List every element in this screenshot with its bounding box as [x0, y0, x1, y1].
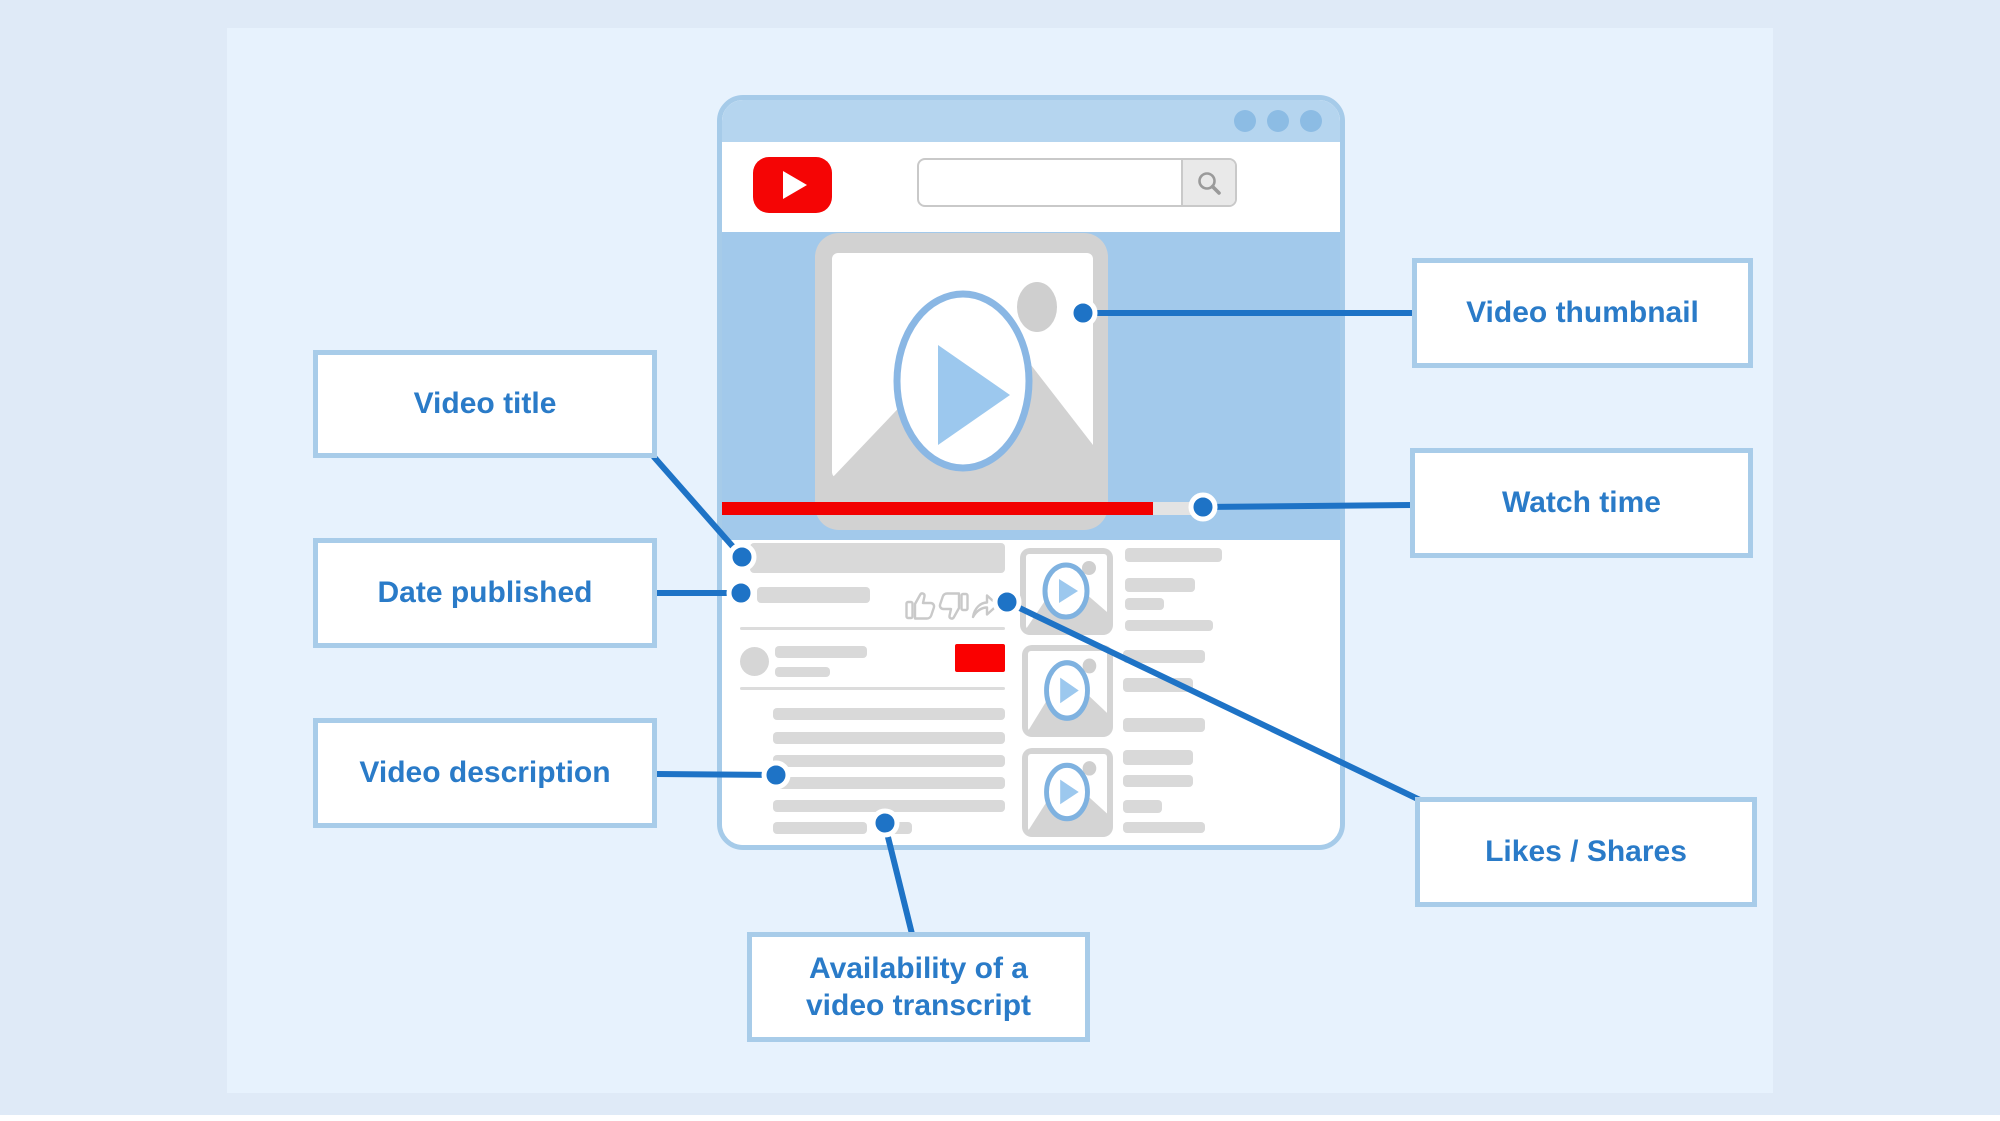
search-icon	[1198, 171, 1221, 195]
callout-likes-shares: Likes / Shares	[1415, 797, 1757, 907]
play-icon	[938, 345, 1010, 445]
browser-window	[717, 95, 1345, 850]
window-control-dot[interactable]	[1234, 110, 1256, 132]
play-icon	[1059, 579, 1078, 603]
thumbs-down-icon[interactable]	[938, 592, 969, 620]
thumbnail-art	[832, 253, 1093, 478]
bottom-strip	[0, 1115, 2000, 1121]
search-input[interactable]	[919, 160, 1181, 205]
suggested-thumb-art	[1028, 754, 1107, 831]
window-control-dot[interactable]	[1267, 110, 1289, 132]
youtube-logo[interactable]	[753, 157, 832, 213]
placeholder-description-line	[773, 755, 1005, 767]
placeholder-suggested-text	[1125, 620, 1213, 631]
suggested-video-thumbnail[interactable]	[1020, 548, 1113, 635]
window-titlebar	[722, 100, 1340, 142]
placeholder-description-line	[773, 708, 1005, 720]
placeholder-suggested-title	[1125, 548, 1222, 562]
video-player	[722, 232, 1340, 540]
callout-watch-time: Watch time	[1410, 448, 1753, 558]
placeholder-description-line	[773, 732, 1005, 744]
placeholder-subscriber-count	[775, 667, 830, 677]
browser-window-content	[722, 100, 1340, 845]
placeholder-description-line	[773, 777, 1005, 789]
suggested-thumb-art	[1026, 554, 1107, 629]
placeholder-channel-name	[775, 646, 867, 658]
placeholder-suggested-text	[1123, 800, 1162, 813]
divider	[740, 627, 1005, 630]
placeholder-suggested-text	[1125, 598, 1164, 610]
placeholder-transcript-chip	[888, 822, 912, 834]
placeholder-date-published	[757, 587, 870, 603]
page-content	[722, 540, 1340, 845]
share-icon[interactable]	[971, 594, 999, 619]
youtube-play-icon	[783, 171, 807, 199]
window-control-dot[interactable]	[1300, 110, 1322, 132]
video-thumbnail[interactable]	[815, 233, 1108, 530]
search-button[interactable]	[1181, 160, 1235, 205]
callout-video-title: Video title	[313, 350, 657, 458]
sun-icon	[1017, 282, 1057, 332]
placeholder-suggested-text	[1123, 718, 1205, 732]
divider	[740, 687, 1005, 690]
subscribe-button[interactable]	[955, 644, 1005, 672]
placeholder-suggested-title	[1123, 650, 1205, 663]
watch-progress-bar[interactable]	[722, 502, 1153, 515]
placeholder-suggested-text	[1123, 775, 1193, 787]
placeholder-video-title	[750, 543, 1005, 573]
progress-remainder[interactable]	[1153, 502, 1192, 515]
callout-date-published: Date published	[313, 538, 657, 648]
suggested-video-thumbnail[interactable]	[1022, 645, 1113, 737]
thumbs-up-icon[interactable]	[905, 592, 936, 620]
placeholder-transcript-line	[773, 822, 867, 834]
sun-icon	[1082, 561, 1096, 575]
placeholder-suggested-text	[1125, 578, 1195, 592]
suggested-thumb-art	[1028, 651, 1107, 731]
channel-avatar[interactable]	[740, 647, 769, 676]
callout-video-thumbnail: Video thumbnail	[1412, 258, 1753, 368]
search-bar	[917, 158, 1237, 207]
suggested-video-thumbnail[interactable]	[1022, 748, 1113, 837]
placeholder-suggested-text	[1123, 822, 1205, 833]
placeholder-suggested-text	[1123, 678, 1193, 692]
callout-video-description: Video description	[313, 718, 657, 828]
placeholder-description-line	[773, 800, 1005, 812]
placeholder-suggested-title	[1123, 750, 1193, 765]
callout-video-transcript: Availability of a video transcript	[747, 932, 1090, 1042]
engagement-icons	[905, 592, 999, 620]
